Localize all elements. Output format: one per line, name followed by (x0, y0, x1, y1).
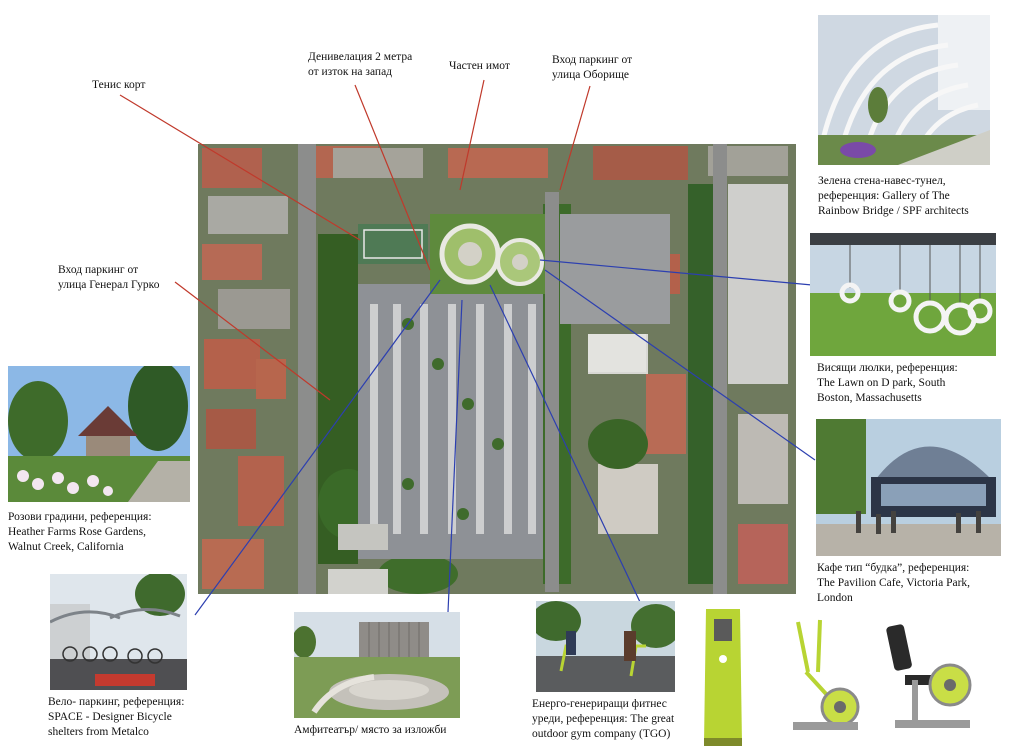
caption-fitness: Енерго-генериращи фитнес уреди, референц… (532, 697, 702, 742)
caption-bike-line2: SPACE - Designer Bicycle (48, 711, 172, 723)
leader-fitness (489, 284, 641, 603)
caption-swings-line2: The Lawn on D park, South (817, 377, 946, 389)
caption-bike-line1: Вело- паркинг, референция: (48, 696, 185, 708)
label-tennis: Тенис корт (92, 79, 146, 91)
label-entrance-gurko-line2: улица Генерал Гурко (58, 279, 160, 291)
caption-cafe-line3: London (817, 592, 853, 604)
swings-illustration (810, 233, 996, 356)
caption-fitness-line1: Енерго-генериращи фитнес (532, 698, 667, 710)
caption-cafe: Кафе тип “будка”, референция: The Pavili… (817, 561, 1022, 606)
photo-bike-shelters (50, 574, 187, 690)
power-post-illustration (704, 609, 742, 746)
photo-swings (810, 233, 996, 356)
cross-trainer-illustration (793, 619, 860, 730)
bike-shelter-illustration (50, 574, 187, 690)
label-entrance-gurko-line1: Вход паркинг от (58, 264, 139, 276)
green-wall-illustration (818, 15, 990, 165)
label-entrance-gurko: Вход паркинг от улица Генерал Гурко (58, 263, 159, 293)
aerial-map-drawing (198, 144, 796, 594)
rose-gardens-illustration (8, 366, 190, 502)
caption-green-wall: Зелена стена-навес-тунел, референция: Ga… (818, 174, 1018, 219)
leader-bike (194, 279, 441, 616)
photo-equipment-cross-trainer (778, 612, 866, 737)
amphitheatre-illustration (294, 612, 460, 718)
photo-amphitheatre (294, 612, 460, 718)
label-entrance-oborishte-line1: Вход паркинг от (552, 54, 633, 66)
caption-rose-gardens-line1: Розови градини, референция: (8, 511, 152, 523)
caption-cafe-line2: The Pavilion Cafe, Victoria Park, (817, 577, 971, 589)
caption-bike-line3: shelters from Metalco (48, 726, 149, 738)
photo-equipment-power-post (698, 604, 748, 749)
label-entrance-oborishte: Вход паркинг от улица Оборище (552, 53, 632, 83)
photo-green-wall (818, 15, 990, 165)
leader-entrance-gurko (174, 281, 331, 401)
leader-amphitheatre (447, 299, 463, 613)
photo-fitness-park (536, 601, 675, 692)
aerial-site-photo (198, 144, 796, 594)
leader-elevation (354, 84, 431, 271)
leader-private (459, 79, 485, 191)
caption-fitness-line2: уреди, референция: The great (532, 713, 675, 725)
caption-green-wall-line2: референция: Gallery of The (818, 190, 950, 202)
caption-green-wall-line3: Rainbow Bridge / SPF architects (818, 205, 969, 217)
caption-rose-gardens-line2: Heather Farms Rose Gardens, (8, 526, 146, 538)
label-elevation-line2: от изток на запад (308, 66, 393, 78)
leader-swings (539, 259, 813, 286)
photo-rose-gardens (8, 366, 190, 502)
cafe-illustration (816, 419, 1001, 556)
caption-swings-line1: Висящи люлки, референция: (817, 362, 958, 374)
seated-bike-illustration (886, 624, 972, 728)
label-private: Частен имот (449, 60, 510, 72)
photo-cafe (816, 419, 1001, 556)
caption-swings: Висящи люлки, референция: The Lawn on D … (817, 361, 1017, 406)
caption-swings-line3: Boston, Massachusetts (817, 392, 922, 404)
caption-rose-gardens: Розови градини, референция: Heather Farm… (8, 510, 208, 555)
leader-entrance-oborishte (559, 85, 591, 191)
photo-equipment-seated-bike (885, 620, 980, 735)
label-entrance-oborishte-line2: улица Оборище (552, 69, 630, 81)
leader-cafe (544, 269, 816, 461)
caption-cafe-line1: Кафе тип “будка”, референция: (817, 562, 970, 574)
caption-green-wall-line1: Зелена стена-навес-тунел, (818, 175, 946, 187)
label-elevation: Денивелация 2 метра от изток на запад (308, 50, 412, 80)
caption-amphitheatre: Амфитеатър/ място за изложби (294, 724, 447, 736)
leader-tennis (119, 94, 361, 241)
label-elevation-line1: Денивелация 2 метра (308, 51, 413, 63)
caption-rose-gardens-line3: Walnut Creek, California (8, 541, 124, 553)
caption-fitness-line3: outdoor gym company (TGO) (532, 728, 671, 740)
fitness-park-illustration (536, 601, 675, 692)
caption-bike-shelters: Вело- паркинг, референция: SPACE - Desig… (48, 695, 238, 740)
